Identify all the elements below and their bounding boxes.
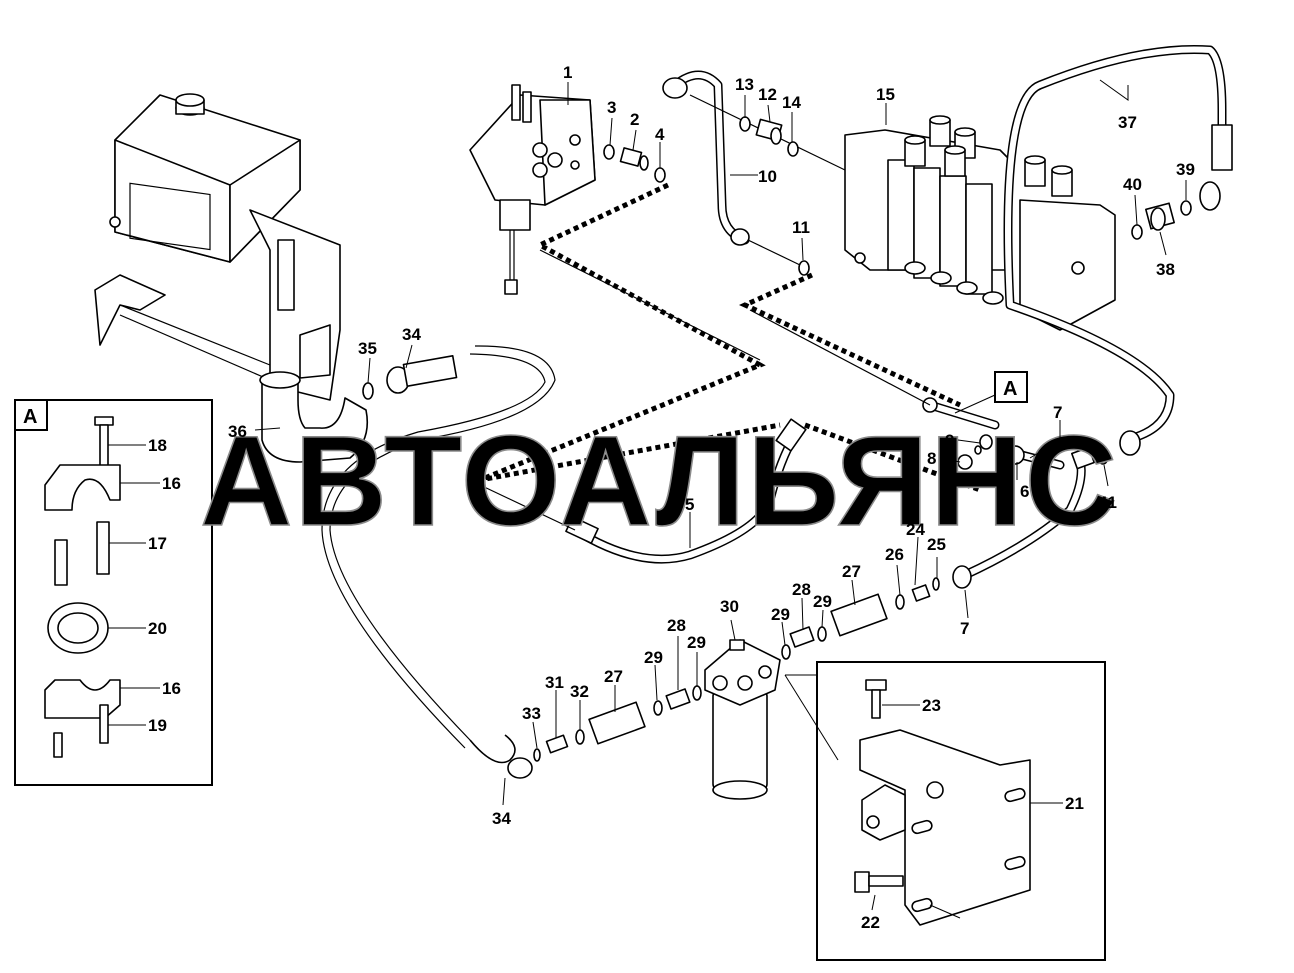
label-39: 39 <box>1176 160 1195 179</box>
label-21: 21 <box>1065 794 1084 813</box>
label-27-right: 27 <box>842 562 861 581</box>
label-28-left: 28 <box>667 616 686 635</box>
detail-a-callout: A <box>954 371 1028 414</box>
label-31: 31 <box>545 673 564 692</box>
spacer-17a <box>54 539 68 586</box>
label-27-left: 27 <box>604 667 623 686</box>
valve-block-small <box>861 784 906 841</box>
label-34-upper: 34 <box>402 325 421 344</box>
label-28-right: 28 <box>792 580 811 599</box>
label-41: 41 <box>1098 493 1117 512</box>
hydraulic-tank <box>94 93 341 401</box>
label-11: 11 <box>792 218 810 237</box>
main-valve-block <box>844 115 1116 331</box>
hose-10 <box>662 70 810 276</box>
bolt-18 <box>94 416 114 471</box>
suction-hose-34 <box>321 345 556 779</box>
label-3: 3 <box>607 98 616 117</box>
bracket-21 <box>859 729 1031 926</box>
bolt-23 <box>865 679 887 719</box>
block-fittings <box>689 94 846 171</box>
label-17: 17 <box>148 534 167 553</box>
label-29-c: 29 <box>687 633 706 652</box>
label-24: 24 <box>906 520 925 539</box>
label-1: 1 <box>563 63 572 82</box>
detail-a-label: A <box>23 406 37 428</box>
label-18: 18 <box>148 436 167 455</box>
label-29-d: 29 <box>644 648 663 667</box>
label-35: 35 <box>358 339 377 358</box>
label-13: 13 <box>735 75 754 94</box>
return-filter <box>704 639 781 800</box>
fittings-38-40 <box>1131 200 1192 240</box>
control-valve <box>469 84 596 295</box>
detail-bracket-panel <box>784 661 1106 961</box>
label-29-b: 29 <box>771 605 790 624</box>
label-7-upper: 7 <box>1053 403 1062 422</box>
label-12: 12 <box>758 85 777 104</box>
cable-lines <box>479 249 931 531</box>
label-19: 19 <box>148 716 167 735</box>
label-25: 25 <box>927 535 946 554</box>
clamp-16-upper <box>44 464 121 511</box>
label-6: 6 <box>1020 482 1029 501</box>
label-32: 32 <box>570 682 589 701</box>
label-23: 23 <box>922 696 941 715</box>
label-16-lower: 16 <box>162 679 181 698</box>
label-38: 38 <box>1156 260 1175 279</box>
label-5: 5 <box>685 495 694 514</box>
label-36: 36 <box>228 422 247 441</box>
label-4: 4 <box>655 125 665 144</box>
label-22: 22 <box>861 913 880 932</box>
label-34-lower: 34 <box>492 809 511 828</box>
label-15: 15 <box>876 85 895 104</box>
watermark: АВТОАЛЬЯНС <box>200 410 1119 553</box>
valve-fittings <box>603 144 666 183</box>
label-29-a: 29 <box>813 592 832 611</box>
label-30: 30 <box>720 597 739 616</box>
hose-5 <box>565 418 807 564</box>
stud <box>53 732 63 758</box>
bolt-19 <box>99 704 109 744</box>
dashed-connections <box>479 182 982 493</box>
detail-a-panel: A <box>14 399 213 786</box>
part-number-labels: 1 3 2 4 13 12 14 15 10 11 37 39 40 38 7 … <box>148 63 1195 932</box>
callout-a-label: A <box>1003 378 1017 400</box>
label-16-upper: 16 <box>162 474 181 493</box>
label-20: 20 <box>148 619 167 638</box>
label-26: 26 <box>885 545 904 564</box>
suction-elbow <box>259 371 369 463</box>
spacer-17b <box>96 521 110 575</box>
valve-sections <box>887 159 1004 305</box>
label-33: 33 <box>522 704 541 723</box>
label-9: 9 <box>945 431 954 450</box>
label-2: 2 <box>630 110 639 129</box>
label-7-lower: 7 <box>960 619 969 638</box>
bolt-22 <box>854 871 961 919</box>
label-14: 14 <box>782 93 801 112</box>
label-37: 37 <box>1118 113 1137 132</box>
label-40: 40 <box>1123 175 1142 194</box>
solenoid-caps <box>904 115 1073 197</box>
label-8: 8 <box>927 449 936 468</box>
bushing-20 <box>47 602 109 654</box>
label-10: 10 <box>758 167 777 186</box>
hose-37 <box>1003 44 1233 456</box>
leader-lines <box>108 79 1187 911</box>
